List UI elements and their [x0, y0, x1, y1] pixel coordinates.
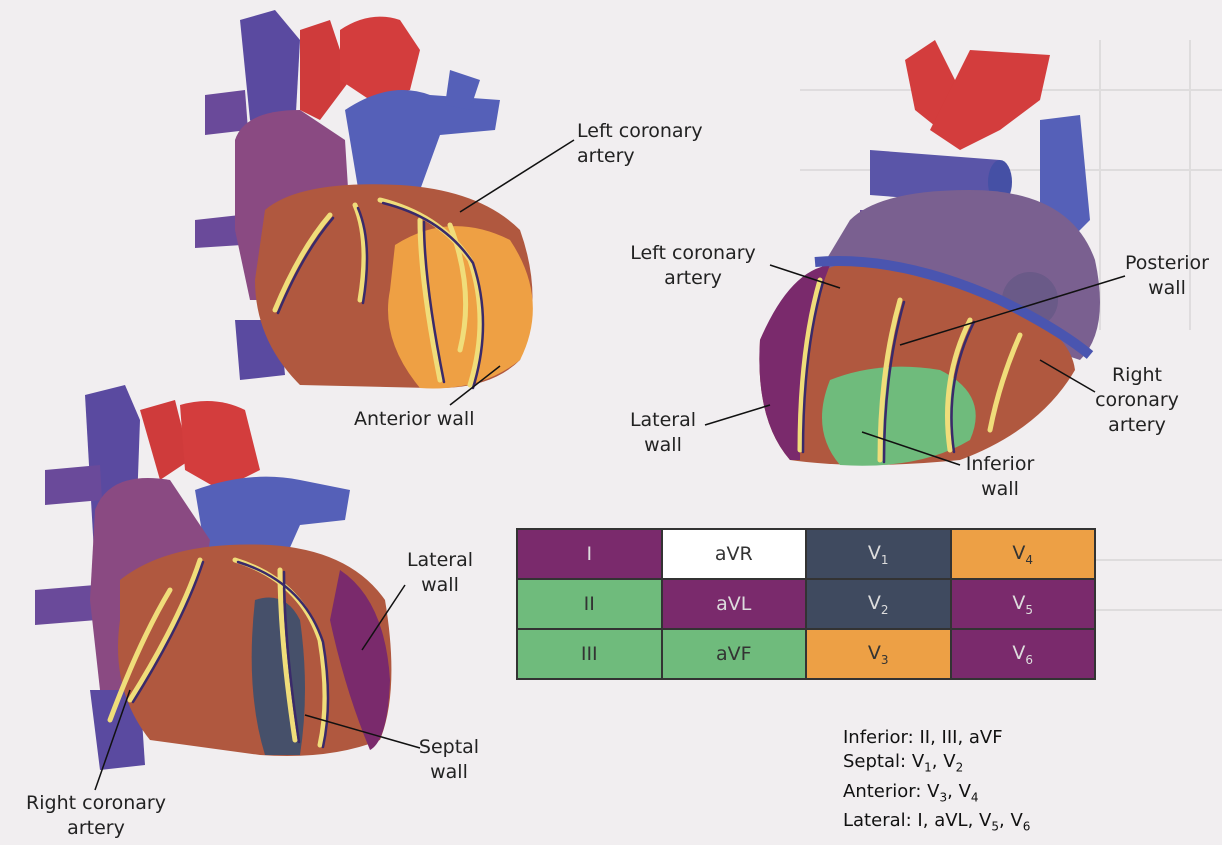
- lead-name: V: [868, 642, 881, 664]
- lead-cell: aVL: [662, 579, 807, 629]
- legend-lead: V6: [1010, 810, 1030, 831]
- legend-lead: III: [942, 727, 958, 748]
- lead-cell: V4: [951, 529, 1096, 579]
- label-septal-wall: Septal wall: [418, 735, 480, 785]
- anterior-heart-illustration: [195, 10, 533, 388]
- lead-name: V: [1012, 542, 1025, 564]
- legend-wall-name: Inferior: [843, 727, 908, 748]
- label-anterior-wall: Anterior wall: [354, 407, 475, 432]
- lead-cell: III: [517, 629, 662, 679]
- label-left-coronary-artery-right: Left coronary artery: [613, 241, 773, 291]
- lead-cell: aVR: [662, 529, 807, 579]
- legend-lead: aVF: [969, 727, 1003, 748]
- lead-cell: V3: [806, 629, 951, 679]
- legend-lead: aVL: [934, 810, 967, 831]
- lead-cell: II: [517, 579, 662, 629]
- lead-name: III: [581, 643, 598, 665]
- legend-wall-name: Anterior: [843, 781, 915, 802]
- lead-cell: I: [517, 529, 662, 579]
- label-lateral-wall-bottom: Lateral wall: [404, 548, 476, 598]
- label-left-coronary-artery-top: Left coronary artery: [577, 119, 703, 169]
- lead-name: II: [584, 593, 595, 615]
- lead-cell: aVF: [662, 629, 807, 679]
- legend-lead: V3: [927, 781, 947, 802]
- lead-name: aVL: [716, 593, 751, 615]
- lead-subscript: 3: [881, 652, 889, 666]
- legend-lead: I: [917, 810, 922, 831]
- lead-subscript: 4: [1025, 552, 1033, 566]
- leader-line: [705, 405, 770, 425]
- lead-cell: V1: [806, 529, 951, 579]
- legend-wall-name: Lateral: [843, 810, 906, 831]
- lead-subscript: 6: [1025, 652, 1033, 666]
- leader-line: [460, 140, 574, 212]
- label-right-coronary-artery-right: Right coronary artery: [1092, 363, 1182, 438]
- label-posterior-wall: Posterior wall: [1112, 251, 1222, 301]
- lead-subscript: 1: [881, 552, 889, 566]
- legend-wall-name: Septal: [843, 751, 900, 772]
- legend-line: Anterior: V3, V4: [843, 780, 1030, 810]
- lateral-heart-illustration: [35, 385, 391, 770]
- posterior-heart-illustration: [759, 40, 1100, 466]
- lead-name: V: [868, 542, 881, 564]
- legend-line: Inferior: II, III, aVF: [843, 726, 1030, 750]
- label-lateral-wall-right: Lateral wall: [622, 408, 704, 458]
- lead-name: I: [586, 543, 592, 565]
- legend-lead: II: [919, 727, 930, 748]
- lead-name: aVF: [716, 643, 752, 665]
- lead-name: V: [1012, 592, 1025, 614]
- legend-line: Septal: V1, V2: [843, 750, 1030, 780]
- lead-cell: V6: [951, 629, 1096, 679]
- legend-line: Lateral: I, aVL, V5, V6: [843, 809, 1030, 839]
- lead-cell: V5: [951, 579, 1096, 629]
- legend-lead: V5: [979, 810, 999, 831]
- lead-name: aVR: [715, 543, 753, 565]
- lead-subscript: 2: [881, 602, 889, 616]
- lead-name: V: [1012, 642, 1025, 664]
- label-inferior-wall: Inferior wall: [965, 452, 1035, 502]
- lead-cell: V2: [806, 579, 951, 629]
- lead-subscript: 5: [1025, 602, 1033, 616]
- legend-lead: V1: [912, 751, 932, 772]
- label-right-coronary-artery-bottom: Right coronary artery: [6, 791, 186, 841]
- lead-name: V: [868, 592, 881, 614]
- legend-lead: V4: [959, 781, 979, 802]
- legend-lead: V2: [943, 751, 963, 772]
